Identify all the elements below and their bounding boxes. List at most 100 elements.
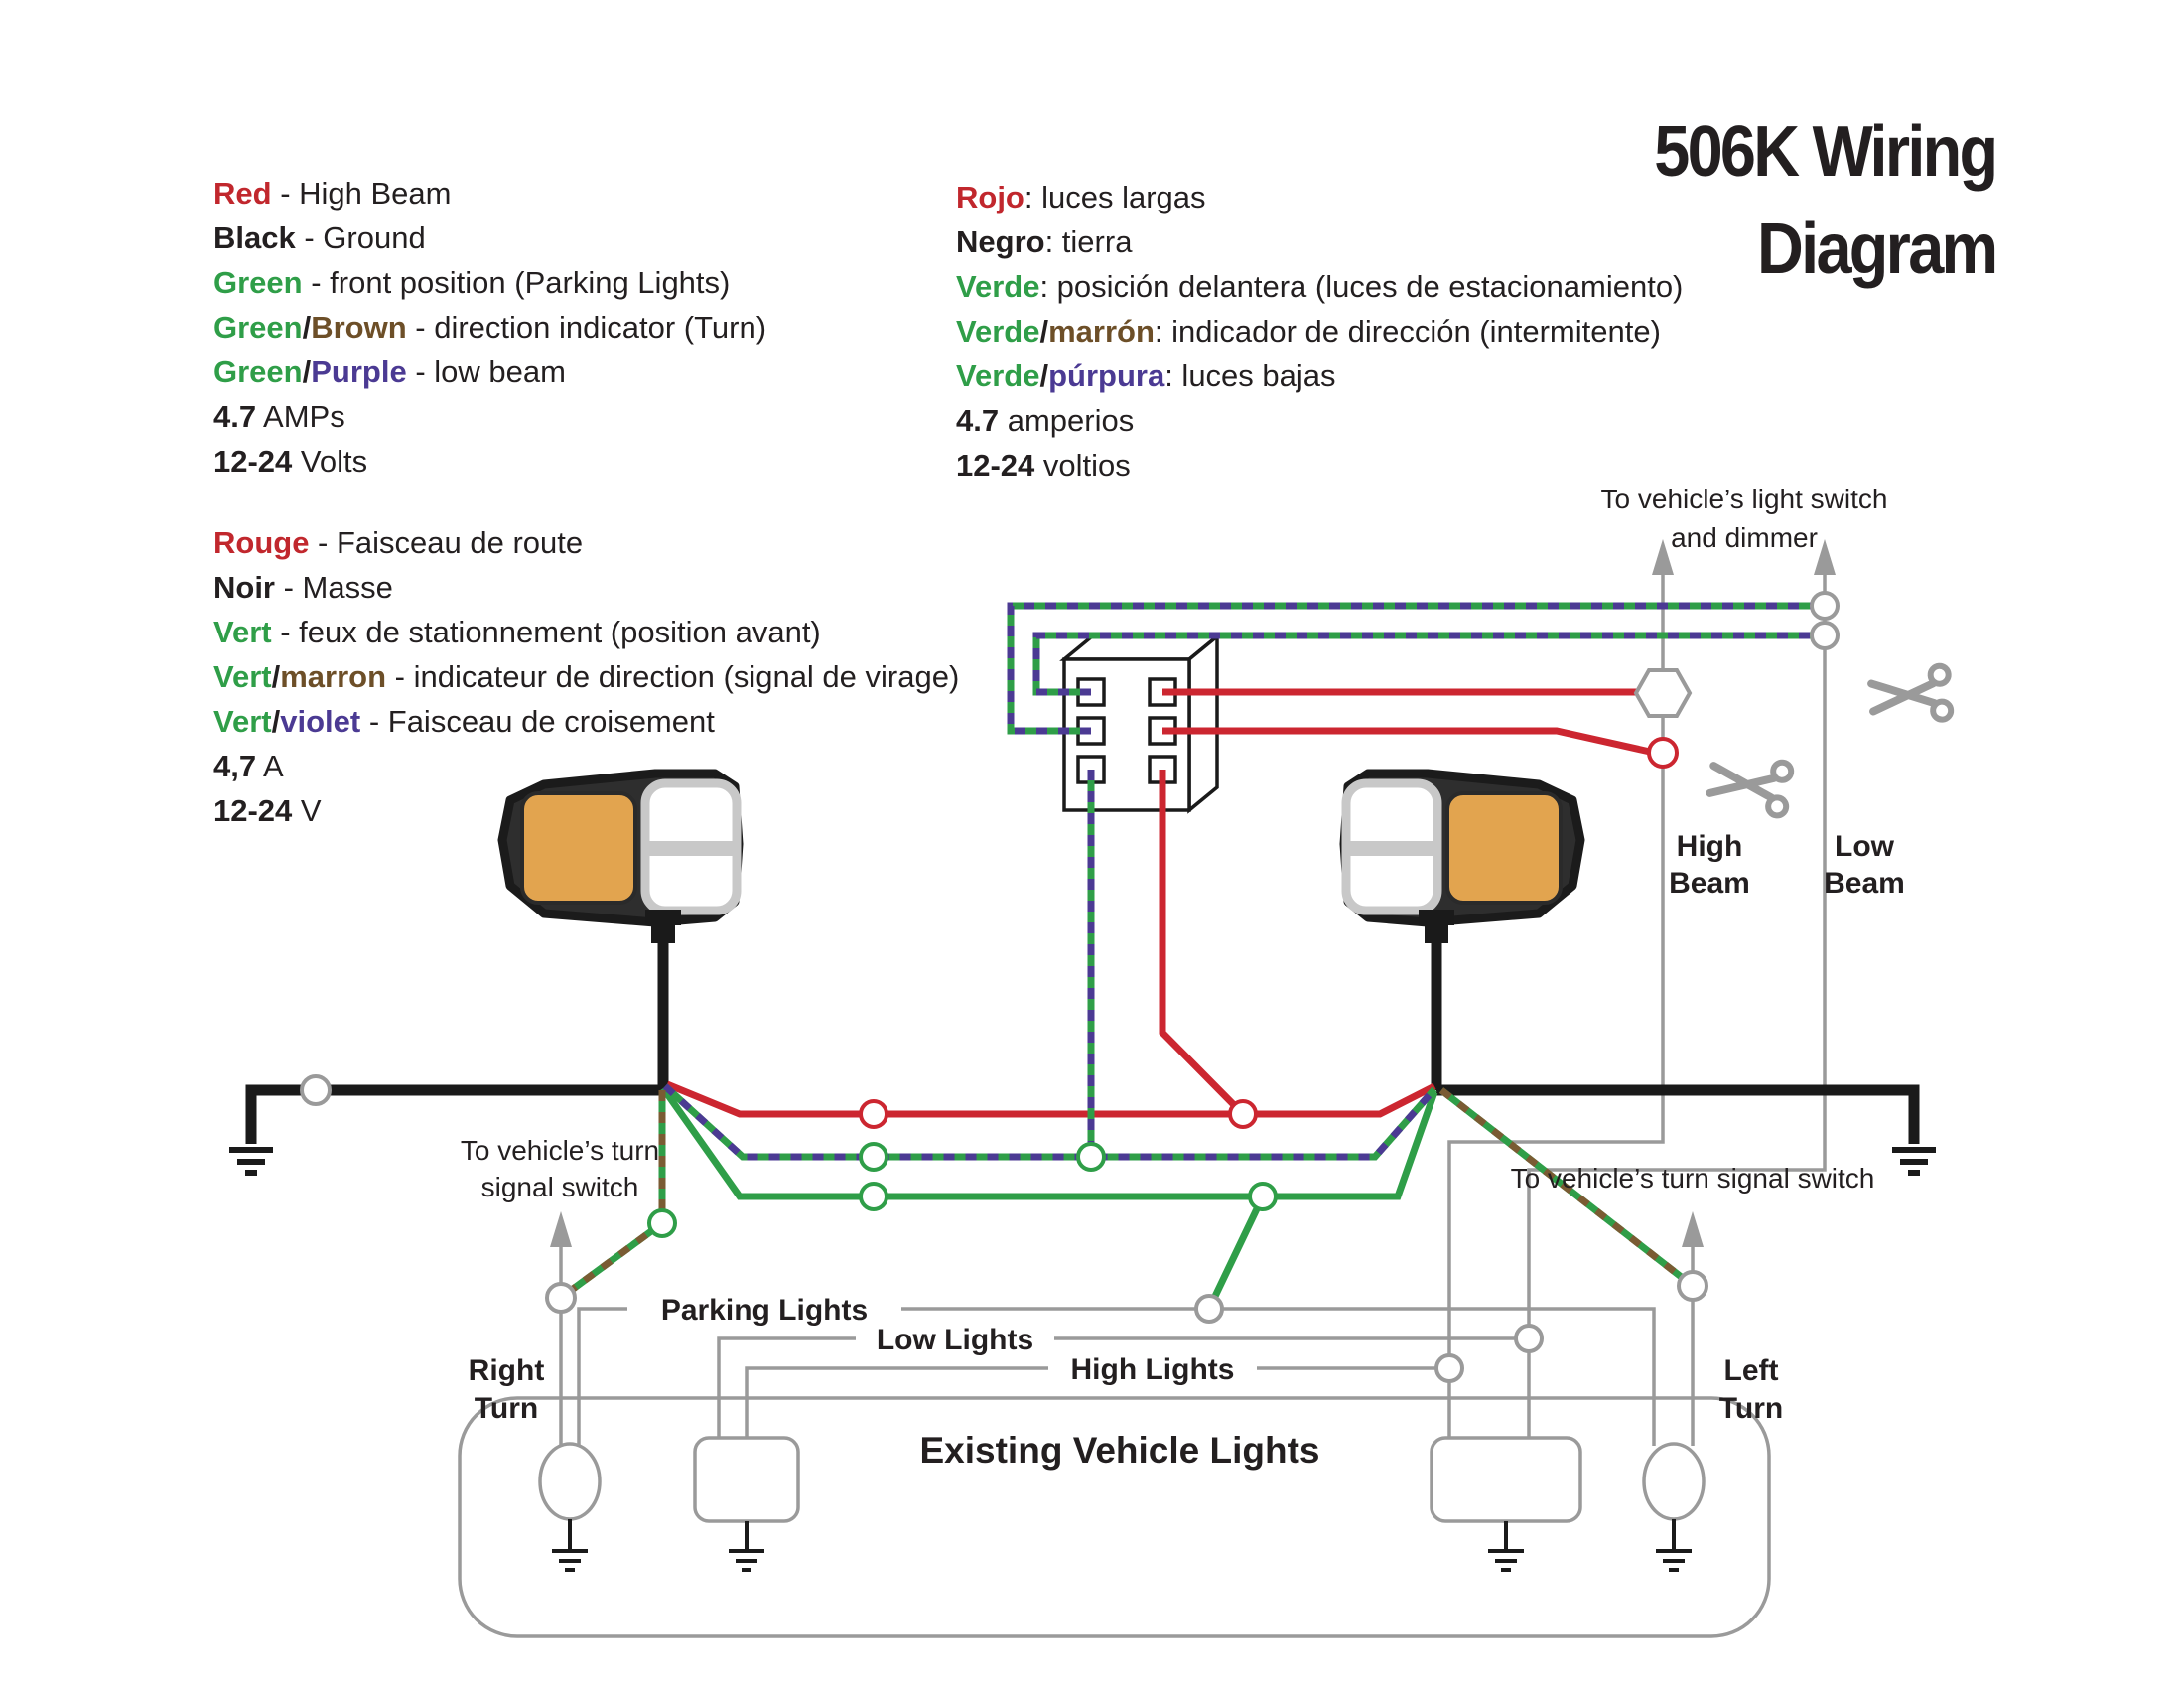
wire-red-to-ring [1162, 727, 1651, 756]
parking-lights-line-right [901, 1307, 1656, 1446]
wire-greenbrown-right-dash [1438, 1087, 1696, 1289]
legend-line-v: 12-24 V [213, 793, 322, 828]
ground-headlamp-left [729, 1521, 764, 1572]
page-title: 506K Wiring Diagram [1653, 103, 1998, 298]
turn-note-right: To vehicle’s turn signal switch [1511, 1163, 1875, 1194]
right-turn-label-line2: Turn [475, 1392, 538, 1425]
legend-line-rojo: Rojo: luces largas [956, 180, 1206, 214]
legend-line-a: 4,7 A [213, 749, 284, 783]
wire-black-right [1436, 1084, 1920, 1144]
splice-circle-red [859, 1099, 888, 1129]
high-lights-line-left [745, 1366, 1048, 1438]
legend-line-green-purple: Green/Purple - low beam [213, 354, 566, 389]
legend-line-green-brown: Green/Brown - direction indicator (Turn) [213, 310, 767, 345]
wire-greenpurple-top-outer [1007, 602, 1811, 735]
legend-line-verde: Verde: posición delantera (luces de esta… [956, 269, 1684, 304]
wire-greenpurple-main [662, 1083, 1437, 1161]
turn-note-left-line2: signal switch [481, 1172, 639, 1202]
ground-bulb-left [552, 1519, 588, 1572]
headlamp-left [497, 769, 744, 943]
high-lights-label: High Lights [1071, 1353, 1235, 1386]
legend-spanish: Rojo: luces largas Negro: tierra Verde: … [956, 175, 1683, 488]
page-title-line1: 506K Wiring [1653, 112, 1998, 192]
existing-headlamp-right [1430, 1436, 1582, 1523]
headlamp-left-turn-lens [520, 791, 637, 905]
splice-circle-green [859, 1182, 888, 1211]
wire-greenpurple-top-inner-dash [1032, 632, 1811, 696]
legend-line-voltios: 12-24 voltios [956, 448, 1131, 483]
high-beam-label-line2: Beam [1669, 867, 1750, 900]
legend-line-negro: Negro: tierra [956, 224, 1133, 259]
wire-red-main [665, 1080, 1436, 1118]
splice-circle-right-turn [545, 1282, 577, 1314]
wire-black-left [245, 1084, 662, 1144]
existing-turn-bulb-left [538, 1442, 602, 1521]
arrow-up-light-switch-left [1652, 539, 1674, 575]
connector-block [1059, 633, 1222, 814]
splice-circle-green [1248, 1182, 1278, 1211]
legend-line-volts: 12-24 Volts [213, 444, 368, 479]
arrow-up-right-turn [550, 1211, 572, 1247]
arrow-up-light-switch-right [1814, 539, 1836, 575]
wire-greenpurple-main-dash [662, 1083, 1437, 1161]
headlamp-right-plug [1419, 910, 1454, 925]
legend-line-amps: 4.7 AMPs [213, 399, 345, 434]
low-lights-label: Low Lights [877, 1324, 1033, 1356]
splice-circle-turn-left [647, 1208, 677, 1238]
low-beam-label-line2: Beam [1824, 867, 1905, 900]
ground-harness [229, 937, 1936, 1572]
high-beam-feed-line [1447, 568, 1665, 1438]
headlamp-right [1339, 769, 1585, 943]
right-turn-label-line1: Right [469, 1354, 545, 1387]
diagram-labels: To vehicle’s light switch and dimmer Hig… [461, 484, 1905, 1471]
ring-terminal-red [1647, 737, 1679, 769]
splice-terminals [300, 591, 1840, 1383]
splice-circle-lowbeam [1810, 591, 1840, 621]
legend-line-green: Green - front position (Parking Lights) [213, 265, 731, 300]
parking-lights-label: Parking Lights [661, 1294, 868, 1327]
headlamp-right-lens-bar [1348, 841, 1435, 856]
hexagon-connector [1633, 668, 1693, 718]
wire-green-tap [1205, 1195, 1267, 1311]
splice-circle-red [1228, 1099, 1258, 1129]
existing-vehicle-wiring [458, 539, 1836, 1638]
low-lights-line-left [717, 1336, 856, 1438]
splice-circle-lowbeam [1810, 621, 1840, 650]
arrow-up-left-turn [1682, 1211, 1704, 1247]
existing-turn-bulb-right [1642, 1442, 1706, 1521]
existing-vehicle-lights-box [458, 1396, 1771, 1638]
splice-circle-ground [300, 1074, 332, 1106]
page-title-line2: Diagram [1756, 210, 1998, 289]
wire-green-main [660, 1085, 1438, 1200]
legend-line-noir: Noir - Masse [213, 570, 393, 605]
legend-line-verde-purpura: Verde/púrpura: luces bajas [956, 358, 1336, 393]
ground-symbol-left [229, 1147, 273, 1176]
legend-line-rouge: Rouge - Faisceau de route [213, 525, 584, 560]
splice-circle-parking [1194, 1294, 1224, 1324]
legend-line-red: Red - High Beam [213, 176, 452, 211]
splice-circle-greenpurple [859, 1142, 888, 1172]
light-switch-note-line2: and dimmer [1671, 522, 1818, 553]
splice-circle-greenpurple [1076, 1142, 1106, 1172]
headlamp-left-lens-bar [647, 841, 735, 856]
low-beam-label-line1: Low [1835, 830, 1895, 863]
existing-vehicle-lights-label: Existing Vehicle Lights [920, 1430, 1320, 1471]
ground-headlamp-right [1488, 1521, 1524, 1572]
splice-circle-lowlights [1514, 1324, 1544, 1353]
ground-bulb-right [1656, 1519, 1692, 1572]
low-beam-feed-line [1527, 568, 1827, 1438]
left-turn-label-line2: Turn [1719, 1392, 1783, 1425]
turn-note-left-line1: To vehicle’s turn [461, 1135, 659, 1166]
existing-headlamp-left [693, 1436, 800, 1523]
connector-block-side [1187, 633, 1219, 814]
harness-wires [558, 602, 1811, 1311]
legend-line-amperios: 4.7 amperios [956, 403, 1135, 438]
ground-symbol-right [1892, 1147, 1936, 1176]
legend-english: Red - High Beam Black - Ground Green - f… [213, 171, 766, 484]
legend-line-vert: Vert - feux de stationnement (position a… [213, 615, 821, 649]
parking-lights-line-left [577, 1307, 627, 1446]
headlamp-right-turn-lens [1445, 791, 1563, 905]
legend-line-vert-marron: Vert/marron - indicateur de direction (s… [213, 659, 960, 694]
